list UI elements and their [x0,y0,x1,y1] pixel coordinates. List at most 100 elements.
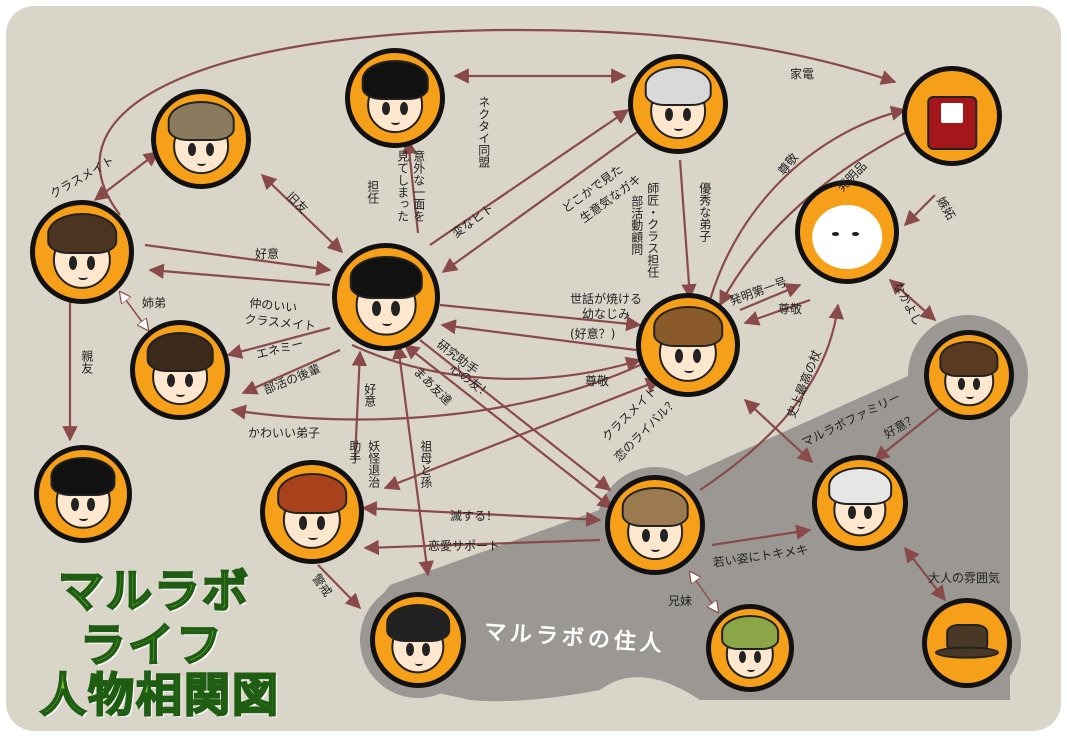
eye-left [665,107,674,122]
node-scarf[interactable] [605,475,705,575]
node-green-girl[interactable] [706,604,794,692]
node-flying[interactable] [924,330,1014,420]
label-igai1: 意外な一面を [411,150,426,222]
arrow-koui-top [144,243,332,276]
mouth [684,368,694,374]
eye-right [422,643,431,657]
eye-right [86,255,96,270]
title-line3: 人物相関図 [39,668,280,722]
node-hat[interactable] [922,598,1012,688]
hat-brim [935,646,999,659]
label-messuru: 滅する！ [450,509,499,523]
eye-right [682,107,691,122]
title-line1: マルラボ [57,564,250,618]
eye-right [753,651,761,663]
eye-left [188,142,197,157]
label-sobo: 祖母と孫 [418,440,433,488]
arrow-kouhai [241,348,341,395]
node-blob[interactable] [795,180,899,284]
label-shinyuu: 親友 [79,350,94,374]
arrow-classmate-left [93,151,160,201]
arrow-enemy [226,326,331,359]
label-shitei: 姉弟 [142,296,167,310]
node-ghost-girl[interactable] [370,592,466,688]
arrow-wakai [711,524,812,547]
label-kaden: 家電 [790,67,815,81]
mouth [391,120,401,126]
eye-right [184,373,193,388]
label-sonkei-blob: 尊敬 [778,302,803,316]
hair [361,60,429,100]
label-kyoudai: 兄妹 [668,594,693,608]
arrow-igai [401,138,420,234]
arrow-shisho [678,159,697,300]
arrow-rival [383,377,662,491]
hair [939,341,999,377]
eye-left [372,300,382,316]
eye-left [957,378,965,391]
label-tannin: 担任 [365,180,380,204]
mouth [856,524,866,530]
node-scientist[interactable] [636,293,740,397]
eye-left [405,643,414,657]
label-otona: 大人の雰囲気 [928,571,1001,585]
hair [621,487,689,527]
arrow-kyoudai [690,572,718,612]
arrow-nakanoii [148,263,331,287]
arrow-henna [429,109,630,246]
node-brownhair[interactable] [151,89,251,189]
label-sewa1: 世話が焼ける [570,292,643,306]
label-renai: 恋愛サポート [428,539,501,553]
arrow-kyuuyuu [260,173,344,254]
eye-right [659,528,668,543]
label-necktai: ネクタイ同盟 [476,96,491,168]
label-igai2: 見てしまった [395,150,410,222]
arrow-hatsumeihin [719,127,916,307]
label-kawaii: かわいい弟子 [248,426,321,440]
eye-left [298,515,308,530]
eye-right [851,232,860,236]
arrow-shitto [903,194,936,227]
node-short-girl[interactable] [34,445,132,543]
arrow-sewa [439,303,642,332]
arrow-messuru [361,501,602,527]
hair [653,305,723,347]
node-dark-boy[interactable] [130,320,230,420]
arrow-keikai [317,564,362,610]
title-line2: ライフ [79,618,224,672]
robot-screen [941,103,963,124]
arrow-renai [363,538,601,556]
blob-body [812,204,882,269]
node-robot[interactable] [902,66,1002,166]
node-grandma[interactable] [812,455,908,551]
mouth [382,321,392,327]
arrow-nakayoshi [888,278,937,322]
label-koui-top: 好意 [255,247,280,261]
mouth [79,515,89,521]
hair [349,255,423,299]
arrow-dokoka [441,129,641,273]
hair [828,466,892,505]
eye-right [399,101,408,116]
eye-right [692,348,702,363]
node-center[interactable] [332,243,440,351]
eye-left [674,348,684,363]
hair [644,66,712,106]
mouth [197,161,207,167]
node-glasses[interactable] [345,48,445,148]
label-shisho: 師匠・クラス担任 [645,182,660,278]
eye-left [739,651,747,663]
node-redhead[interactable] [260,460,364,564]
arrow-family [743,398,814,464]
label-yuushuu: 優秀な弟子 [697,182,712,242]
eye-left [847,506,856,520]
arrow-otona [904,546,946,602]
label-bukatsu: 部活動顧問 [629,195,644,255]
label-sewa2: 幼なじみ [582,307,631,321]
arrow-sonkei-blob [743,298,811,326]
eye-left [167,373,176,388]
node-longhair[interactable] [30,200,134,304]
mouth [651,547,661,553]
node-silver[interactable] [628,54,728,154]
